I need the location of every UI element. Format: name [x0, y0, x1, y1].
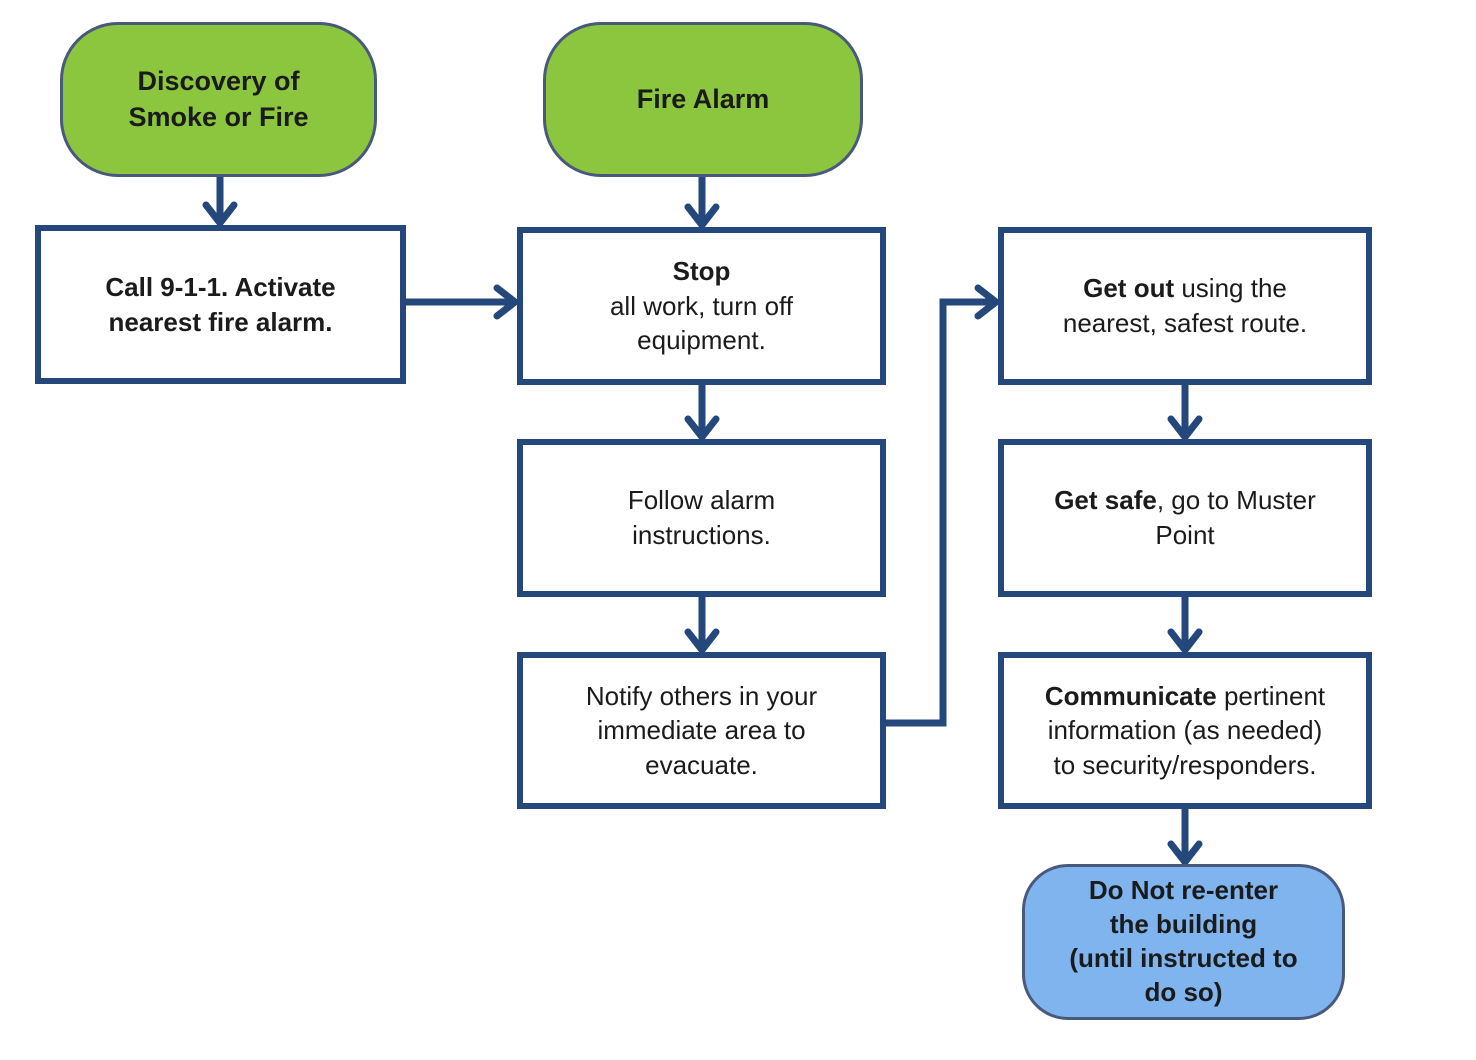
arrow-notify-to-getout — [886, 284, 1002, 727]
node-stop-all-work: Stop all work, turn off equipment. — [517, 227, 886, 385]
arrow-getout-to-getsafe — [1167, 385, 1203, 443]
node-get-safe-label: Get safe, go to Muster Point — [1044, 483, 1326, 552]
arrow-discovery-to-call911 — [202, 177, 238, 229]
node-get-out-label: Get out using the nearest, safest route. — [1053, 271, 1317, 340]
node-communicate: Communicate pertinent information (as ne… — [998, 652, 1372, 809]
arrow-call911-to-stop — [406, 284, 521, 320]
node-stop-label-rest: all work, turn off equipment. — [609, 290, 794, 356]
node-notify-label: Notify others in your immediate area to … — [585, 680, 818, 780]
arrow-stop-to-follow — [684, 385, 720, 443]
node-follow-alarm-instructions: Follow alarm instructions. — [517, 439, 886, 597]
node-get-out-label-bold: Get out — [1083, 273, 1175, 304]
node-discovery-label: Discovery of Smoke or Fire — [128, 65, 309, 132]
node-get-safe-label-bold: Get safe — [1054, 485, 1157, 516]
node-communicate-label-bold: Communicate — [1044, 680, 1217, 711]
node-notify-others: Notify others in your immediate area to … — [517, 652, 886, 809]
node-call-911: Call 9-1-1. Activate nearest fire alarm. — [35, 225, 406, 384]
node-follow-label: Follow alarm instructions. — [627, 485, 776, 550]
arrow-firealarm-to-stop — [684, 177, 720, 231]
node-communicate-label-rest: pertinent information (as needed) to sec… — [1047, 680, 1326, 780]
node-get-out-label-rest: using the nearest, safest route. — [1062, 273, 1308, 338]
node-stop-label-bold: Stop — [672, 256, 731, 287]
node-stop-label: Stop all work, turn off equipment. — [600, 254, 803, 358]
node-get-safe-label-rest: , go to Muster Point — [1155, 485, 1316, 550]
node-get-safe: Get safe, go to Muster Point — [998, 439, 1372, 597]
node-do-not-reenter: Do Not re-enter the building (until inst… — [1022, 864, 1345, 1020]
arrow-getsafe-to-communicate — [1167, 597, 1203, 656]
arrow-communicate-to-reenter — [1167, 809, 1203, 868]
node-get-out: Get out using the nearest, safest route. — [998, 227, 1372, 385]
node-fire-alarm-label: Fire Alarm — [636, 83, 770, 114]
node-call-911-label: Call 9-1-1. Activate nearest fire alarm. — [105, 271, 336, 337]
node-communicate-label: Communicate pertinent information (as ne… — [1035, 679, 1335, 783]
node-discovery-of-smoke-or-fire: Discovery of Smoke or Fire — [60, 22, 377, 177]
node-do-not-reenter-label: Do Not re-enter the building (until inst… — [1069, 875, 1298, 1007]
arrow-follow-to-notify — [684, 597, 720, 656]
node-fire-alarm: Fire Alarm — [543, 22, 863, 177]
